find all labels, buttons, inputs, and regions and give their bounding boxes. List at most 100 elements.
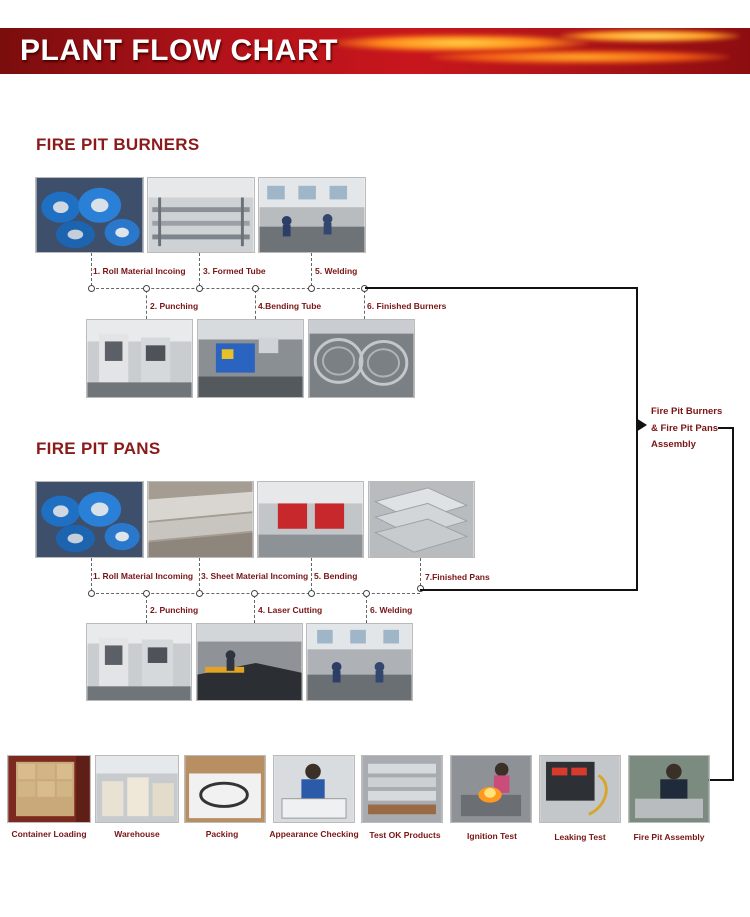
final-step-label: Test OK Products xyxy=(369,830,441,840)
burners-connector xyxy=(146,290,147,319)
pans-connector xyxy=(311,558,312,591)
ignition-test-photo xyxy=(451,756,531,822)
pans-step-7: 7.Finished Pans xyxy=(425,572,490,582)
steel-coils-photo xyxy=(36,482,143,557)
welding-photo xyxy=(307,624,412,700)
test-ok-products-photo xyxy=(362,756,442,822)
burners-step-6: 6. Finished Burners xyxy=(367,301,447,311)
final-photo-leaking-test xyxy=(539,755,621,823)
burners-node xyxy=(308,285,315,292)
pans-photo-sheet-material xyxy=(147,481,254,558)
assembly-line-3: Assembly xyxy=(651,439,696,450)
punching-photo xyxy=(87,624,191,700)
warehouse-photo xyxy=(96,756,178,822)
leaking-test-photo xyxy=(540,756,620,822)
final-step-label: Warehouse xyxy=(114,829,160,839)
assembly-output-line xyxy=(718,427,734,429)
sheet-material-photo xyxy=(148,482,253,557)
burners-photo-formed-tube xyxy=(147,177,255,253)
welding-photo xyxy=(259,178,365,252)
final-photo-warehouse xyxy=(95,755,179,823)
burners-connector xyxy=(255,290,256,319)
final-photo-container-loading xyxy=(7,755,91,823)
pans-step-6: 6. Welding xyxy=(370,605,413,615)
pans-connector xyxy=(420,558,421,591)
punching-photo xyxy=(87,320,192,397)
pans-step-2: 2. Punching xyxy=(150,605,199,615)
burners-photo-punching xyxy=(86,319,193,398)
burners-connector xyxy=(364,290,365,319)
burners-node xyxy=(88,285,95,292)
steel-coils-photo xyxy=(36,178,143,252)
pans-section-title: FIRE PIT PANS xyxy=(36,439,161,458)
pans-to-assembly-line xyxy=(420,589,638,591)
final-photo-fire-pit-assembly xyxy=(628,755,710,823)
finished-burners-photo xyxy=(309,320,414,397)
header-banner: PLANT FLOW CHART xyxy=(0,28,750,74)
pans-node xyxy=(88,590,95,597)
pans-node xyxy=(308,590,315,597)
pans-step-3: 3. Sheet Material Incoming xyxy=(201,571,309,581)
burners-connector xyxy=(91,253,92,286)
burners-flow-line xyxy=(91,288,365,289)
pans-node xyxy=(251,590,258,597)
final-step-label: Packing xyxy=(205,829,239,839)
burners-node xyxy=(196,285,203,292)
pans-connector xyxy=(254,595,255,623)
final-photo-appearance-checking xyxy=(273,755,355,823)
pans-connector xyxy=(199,558,200,591)
assembly-output-vertical xyxy=(732,427,734,781)
pans-photo-welding xyxy=(306,623,413,701)
assembly-line-1: Fire Pit Burners xyxy=(651,406,723,417)
burners-step-5: 5. Welding xyxy=(315,266,358,276)
burners-connector xyxy=(311,253,312,286)
pans-connector xyxy=(366,595,367,623)
burners-photo-finished-burners xyxy=(308,319,415,398)
final-photo-test-ok-products xyxy=(361,755,443,823)
burners-node xyxy=(252,285,259,292)
pans-photo-finished-pans xyxy=(368,481,475,558)
formed-tube-photo xyxy=(148,178,254,252)
burners-node xyxy=(143,285,150,292)
burners-step-2: 2. Punching xyxy=(150,301,199,311)
final-step-label: Container Loading xyxy=(11,829,87,839)
assembly-label: Fire Pit Burners & Fire Pit Pans Assembl… xyxy=(651,404,722,454)
burners-photo-welding xyxy=(258,177,366,253)
burners-photo-roll-material xyxy=(35,177,144,253)
pans-photo-bending xyxy=(257,481,364,558)
assembly-output-bottom xyxy=(708,779,734,781)
final-photo-packing xyxy=(184,755,266,823)
laser-cutting-photo xyxy=(197,624,302,700)
appearance-checking-photo xyxy=(274,756,354,822)
final-photo-ignition-test xyxy=(450,755,532,823)
final-step-label: Ignition Test xyxy=(467,831,517,841)
pans-step-5: 5. Bending xyxy=(314,571,358,581)
burners-section-title: FIRE PIT BURNERS xyxy=(36,135,200,154)
pans-connector xyxy=(146,595,147,623)
pans-step-1: 1. Roll Material Incoming xyxy=(93,571,194,581)
burners-step-1: 1. Roll Material Incoing xyxy=(93,266,186,276)
fire-pit-assembly-photo xyxy=(629,756,709,822)
pans-node xyxy=(143,590,150,597)
pans-step-4: 4. Laser Cutting xyxy=(258,605,323,615)
pans-photo-punching xyxy=(86,623,192,701)
burners-photo-bending-tube xyxy=(197,319,304,398)
final-step-label: Appearance Checking xyxy=(269,829,359,839)
pans-node xyxy=(417,585,424,592)
burners-to-assembly-line xyxy=(365,287,638,289)
bending-photo xyxy=(258,482,363,557)
assembly-vertical-line xyxy=(636,287,638,591)
burners-step-4: 4.Bending Tube xyxy=(258,301,322,311)
pans-connector xyxy=(91,558,92,591)
final-step-label: Leaking Test xyxy=(554,832,606,842)
container-loading-photo xyxy=(8,756,90,822)
assembly-line-2: & Fire Pit Pans xyxy=(651,422,719,434)
packing-photo xyxy=(185,756,265,822)
pans-photo-roll-material xyxy=(35,481,144,558)
pans-node xyxy=(363,590,370,597)
burners-step-3: 3. Formed Tube xyxy=(203,266,266,276)
burners-connector xyxy=(199,253,200,286)
page-title: PLANT FLOW CHART xyxy=(20,34,338,67)
final-step-label: Fire Pit Assembly xyxy=(633,832,705,842)
finished-pans-photo xyxy=(369,482,474,557)
